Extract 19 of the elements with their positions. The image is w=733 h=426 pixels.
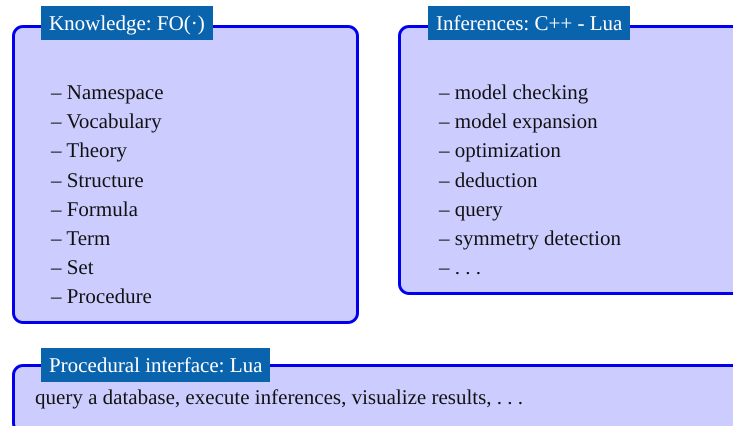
list-item: – Namespace (51, 79, 164, 105)
list-item: – query (439, 196, 503, 222)
list-item: – optimization (439, 137, 561, 164)
list-item: – . . . (439, 254, 481, 280)
list-item: – Theory (51, 137, 128, 164)
panel-heading: Inferences: C++ - Lua (428, 6, 630, 40)
list-item: – symmetry detection (439, 225, 621, 251)
list-item: – Formula (51, 196, 138, 222)
panel-text: query a database, execute inferences, visualize results, . . . (35, 384, 524, 410)
list-item: – deduction (439, 166, 538, 193)
panel-heading: Procedural interface: Lua (41, 348, 270, 382)
list-item: – Structure (51, 166, 144, 193)
list-item: – Set (51, 254, 94, 280)
list-item: – Vocabulary (51, 108, 162, 134)
list-item: – model expansion (439, 108, 598, 134)
list-item: – model checking (439, 79, 588, 105)
list-item: – Procedure (51, 283, 152, 310)
list-item: – Term (51, 225, 110, 251)
panel-heading: Knowledge: FO(·) (41, 6, 213, 40)
